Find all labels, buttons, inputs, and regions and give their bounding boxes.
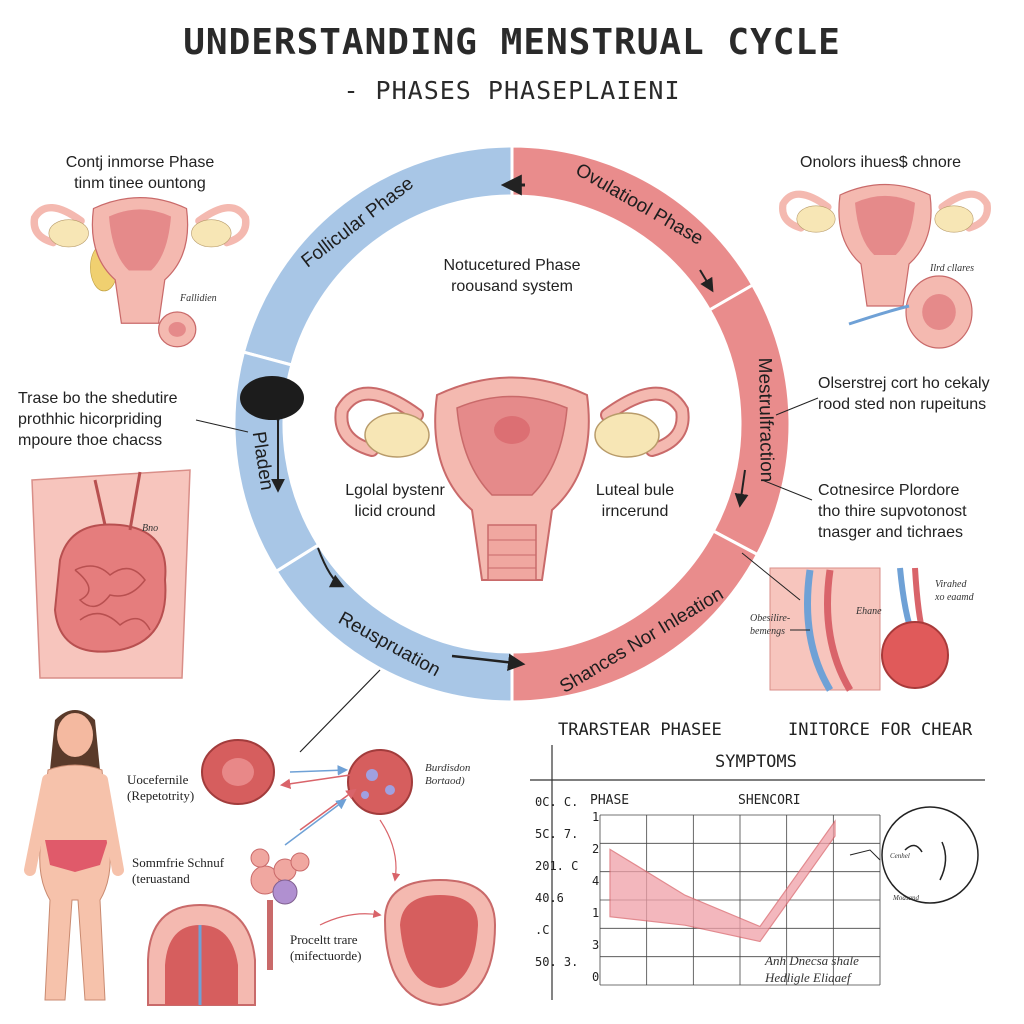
chart-left-tick: 0C. C. [535, 795, 579, 809]
callout-bottom-left-1: Uocefernile(Repetotrity) [127, 772, 195, 803]
chart-right-tick: 1 [592, 906, 600, 920]
chart-header-right: INITORCE FOR CHEAR [788, 720, 973, 740]
chart-left-tick: 201. C [535, 859, 579, 873]
torso-intestine-illustration [31, 469, 191, 679]
central-uterus-illustration [334, 376, 690, 581]
chart-right-tick: 2 [592, 842, 600, 856]
leader-line [761, 479, 813, 501]
wheel-arrow-right-top [699, 269, 714, 293]
wheel-segment [510, 529, 760, 704]
chart-left-tick: 5C. 7. [535, 827, 579, 841]
callout-top-right-small: Ilrd cllares [930, 263, 974, 274]
uterus-illustration-top-right [779, 183, 991, 349]
wheel-arrow-bottom-left [317, 547, 345, 588]
wheel-arrow-right [734, 469, 749, 508]
leader-line [741, 552, 801, 601]
chart-col-shencori: SHENCORI [738, 793, 801, 808]
page-subtitle: - PHASES PHASEPLAIENI [343, 76, 681, 105]
callout-bottom-mid-2: Proceltt trare(mifectuorde) [290, 932, 362, 963]
chart-header-sub: SYMPTOMS [715, 752, 797, 772]
leader-line [775, 397, 819, 416]
chart-left-tick: 50. 3. [535, 955, 579, 969]
chart-icon-label-2: Moasand [893, 894, 920, 902]
uterus-illustration-top-left [30, 197, 250, 348]
chart-right-tick: 4 [592, 874, 600, 888]
symptom-area [609, 819, 836, 943]
woman-figure-illustration [24, 710, 124, 1001]
chart-icon-label-1: Cenhel [890, 852, 910, 860]
chart-left-tick: 40.6 [535, 891, 564, 905]
symptom-chart [530, 745, 985, 1000]
callout-top-right: Onolors ihues$ chnore [800, 154, 961, 171]
chart-left-tick: .C [535, 923, 550, 937]
chart-face-icon [849, 806, 979, 904]
callout-mid-left-small: Bno [142, 523, 159, 534]
vessel-label-2: Ehane [856, 606, 882, 617]
callout-bottom-left-2: Sommfrie Schnuf(teruastand [132, 855, 225, 886]
chart-right-tick: 1 [592, 810, 600, 824]
black-marker [240, 376, 304, 420]
page-title: UNDERSTANDING MENSTRUAL CYCLE [183, 22, 841, 63]
leader-line [195, 419, 249, 433]
chart-right-tick: 0 [592, 970, 600, 984]
wheel-arrow-bottom [451, 653, 526, 671]
wheel-segment [707, 282, 792, 557]
chart-header-left: TRARSTEAR PHASEE [558, 720, 722, 740]
callout-top-left-small: Fallidien [180, 293, 217, 304]
vessel-illustration [769, 567, 949, 692]
vessel-label-1: Obesilire-bemengs [750, 613, 791, 637]
chart-right-tick: 3 [592, 938, 600, 952]
wheel-segment-label: Mestrulfraction [753, 357, 778, 483]
ovary-cycle-illustration [147, 669, 497, 1007]
chart-col-phase: PHASE [590, 793, 630, 808]
wheel-segment [274, 542, 514, 704]
